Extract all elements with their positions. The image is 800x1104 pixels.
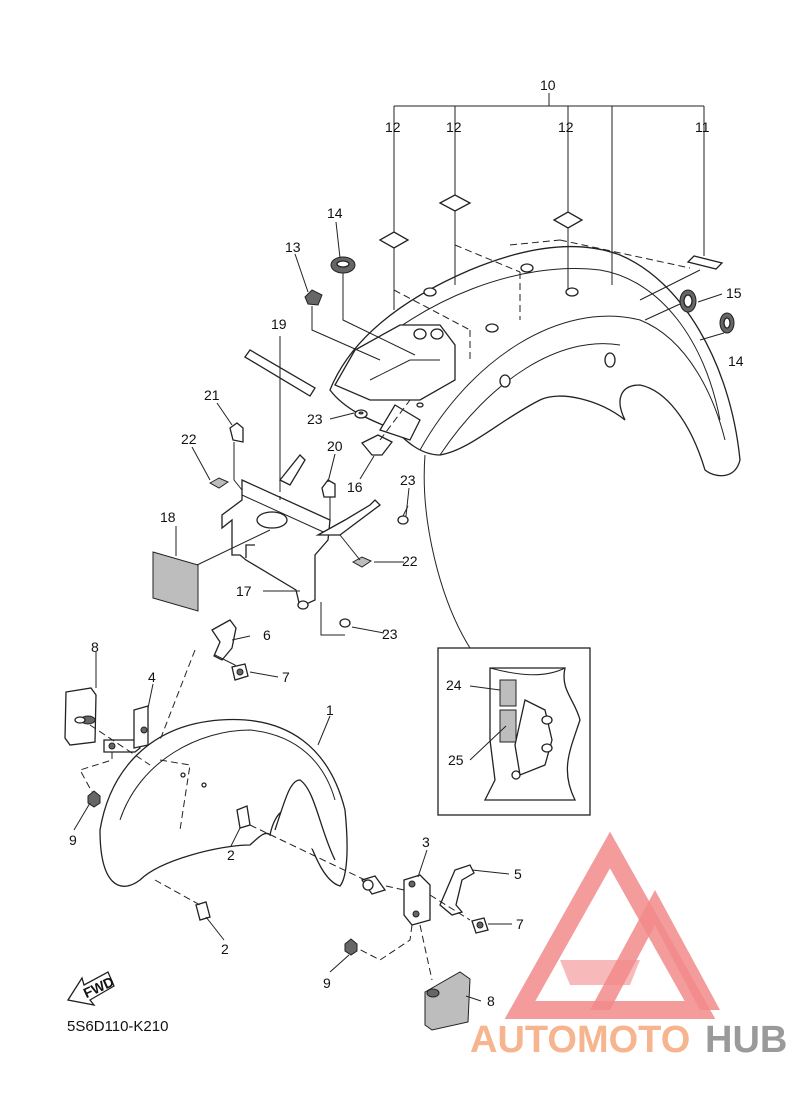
callout-16: 16	[347, 479, 363, 495]
bolt-7a	[231, 663, 249, 681]
bracket-16	[360, 434, 393, 456]
nut-9a	[87, 790, 101, 808]
callout-23: 23	[400, 472, 416, 488]
damper-21	[229, 422, 244, 443]
callout-23: 23	[307, 411, 323, 427]
callout-12: 12	[446, 119, 462, 135]
leaders-front	[73, 635, 512, 1002]
stay-4	[103, 705, 149, 753]
callout-8: 8	[487, 993, 495, 1009]
damper-20	[321, 479, 336, 498]
reflector-8b	[424, 971, 471, 1031]
callout-7: 7	[516, 916, 524, 932]
reflector-8a	[64, 687, 97, 746]
sticker-12b	[438, 194, 472, 212]
collar	[360, 875, 387, 895]
watermark-text: AUTOMOTO HUB	[470, 1019, 787, 1061]
stay-3	[403, 874, 431, 926]
callout-3: 3	[422, 834, 430, 850]
callout-5: 5	[514, 866, 522, 882]
screw-23b	[397, 505, 409, 525]
callout-21: 21	[204, 387, 220, 403]
watermark-part1: AUTOMOTO	[470, 1019, 690, 1061]
callout-2: 2	[227, 847, 235, 863]
license-bracket-17	[221, 454, 381, 610]
diagram-code: 5S6D110-K210	[67, 1018, 168, 1035]
detail-connector	[423, 454, 471, 649]
grommet-15	[679, 289, 697, 313]
callout-9: 9	[323, 975, 331, 991]
callout-18: 18	[160, 509, 176, 525]
license-plate-18	[152, 551, 199, 612]
sticker-12a	[378, 231, 410, 249]
callout-4: 4	[148, 669, 156, 685]
callout-17: 17	[236, 583, 252, 599]
callout-labels: 10 12 12 12 11 14 13 15 14 19 21 23 22 2…	[69, 77, 744, 1009]
leaders-rear	[294, 93, 725, 361]
bracket-5	[439, 864, 475, 916]
detail-inset	[437, 647, 591, 816]
watermark-logo	[504, 831, 720, 1019]
callout-11: 11	[695, 119, 710, 135]
callout-2: 2	[221, 941, 229, 957]
callout-13: 13	[285, 239, 301, 255]
callout-1: 1	[326, 702, 334, 718]
callout-15: 15	[726, 285, 742, 301]
sticker-12c	[552, 211, 584, 229]
rear-fender	[329, 245, 741, 477]
bolt-2a	[236, 805, 251, 829]
callout-9: 9	[69, 832, 77, 848]
callout-6: 6	[263, 627, 271, 643]
bracket-6	[211, 619, 241, 676]
sticker-11	[686, 255, 724, 270]
screw-23a	[354, 409, 368, 419]
pad-22a	[208, 477, 230, 489]
bolt-2b	[195, 901, 211, 921]
callout-19: 19	[271, 316, 287, 332]
callout-20: 20	[327, 438, 343, 454]
callout-22: 22	[181, 431, 197, 447]
bolt-7b	[471, 917, 489, 934]
callout-14: 14	[327, 205, 343, 221]
callout-24: 24	[446, 677, 462, 693]
pad-22b	[351, 556, 373, 568]
screw-23c	[339, 618, 351, 628]
callout-25: 25	[448, 752, 464, 768]
callout-22: 22	[402, 553, 418, 569]
grommet-14a	[330, 256, 356, 274]
front-fender	[99, 718, 348, 887]
callout-14: 14	[728, 353, 744, 369]
callout-23: 23	[382, 626, 398, 642]
callout-10: 10	[540, 77, 556, 93]
clip-13	[304, 289, 323, 306]
grommet-14b	[719, 312, 735, 334]
callout-12: 12	[385, 119, 401, 135]
callout-8: 8	[91, 639, 99, 655]
watermark-part2: HUB	[705, 1019, 787, 1061]
callout-12: 12	[558, 119, 574, 135]
leaders-bracket	[175, 336, 411, 636]
fwd-label: FWD	[81, 973, 117, 1001]
callout-7: 7	[282, 669, 290, 685]
nut-9b	[344, 938, 358, 956]
fwd-arrow-icon: FWD	[66, 971, 117, 1006]
